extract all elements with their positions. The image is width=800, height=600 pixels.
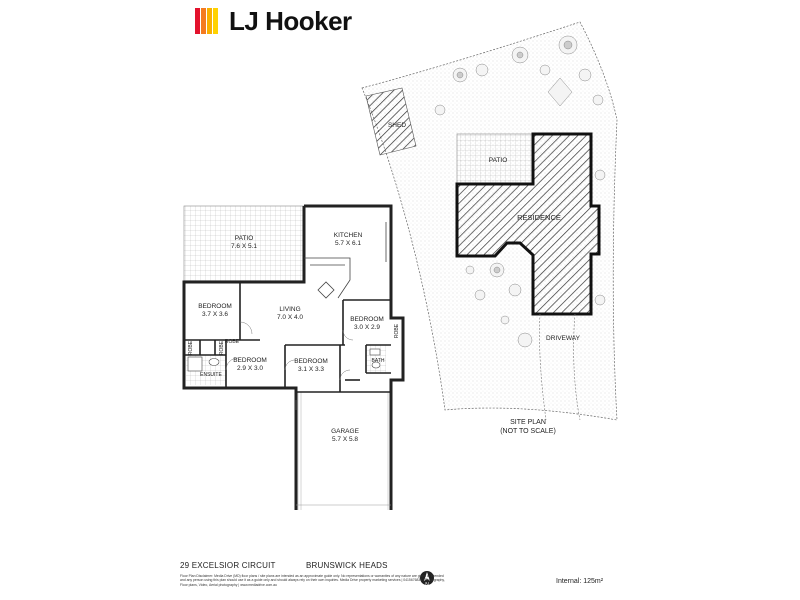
patio-area [183,205,305,283]
site-patio [456,133,534,185]
living-label: LIVING [279,306,300,313]
floor-plan: PATIO 7.6 X 5.1 KITCHEN 5.7 X 6.1 LIVING… [182,204,405,510]
living-size: 7.0 X 4.0 [277,314,303,321]
compass-label: N [425,582,429,588]
internal-area: Internal: 125m² [556,578,604,585]
brand-mark-bar-yellow [213,8,218,34]
bedroom-4-label: BEDROOM [294,358,328,365]
address-suburb: BRUNSWICK HEADS [306,561,388,570]
bedroom-1-label: BEDROOM [198,303,232,310]
bedroom-4-size: 3.1 X 3.3 [298,366,324,373]
brand-mark-bar-orange [201,8,206,34]
kitchen-label: KITCHEN [334,232,363,239]
ensuite-fixtures [187,348,381,372]
robe-label-1: ROBE [188,340,194,355]
address-street: 29 EXCELSIOR CIRCUIT [180,561,276,570]
brand-mark-bar-amber [207,8,212,34]
brand-logo: LJ Hooker [195,6,352,36]
site-residence-label: RESIDENCE [517,213,561,222]
garage-label: GARAGE [331,428,359,435]
brand-name: LJ Hooker [229,5,352,36]
bedroom-3-label: BEDROOM [233,357,267,364]
site-plan-note: (NOT TO SCALE) [500,428,556,435]
door-swings [225,321,391,506]
kitchen-counters [304,222,387,299]
patio-size: 7.6 X 5.1 [231,243,257,250]
robe-label-3: ROBE [225,339,240,345]
ensuite-label: ENSUITE [200,372,222,378]
kitchen-size: 5.7 X 6.1 [335,240,361,247]
brand-mark-bar-red [195,8,200,34]
site-plan-title: SITE PLAN [510,419,546,426]
site-plants [434,35,606,348]
site-driveway [539,313,581,421]
bath-label: BATH [372,358,385,364]
floorplan-disclaimer: Floor Plan Disclaimer: Media Drive (MD) … [180,574,445,587]
site-plan: SHED PATIO RESIDENCE DRIVEWAY SITE PLAN … [361,21,618,435]
site-shed-label: SHED [388,122,406,129]
internal-walls [184,282,391,393]
brand-mark-icon [195,8,219,34]
robe-label-2: ROBE [219,340,225,355]
garage-side-hatch [296,392,302,510]
garage-size: 5.7 X 5.8 [332,436,358,443]
site-shed [365,87,417,156]
site-residence [455,132,601,316]
bedroom-2-label: BEDROOM [350,316,384,323]
patio-label: PATIO [235,235,254,242]
bedroom-3-size: 2.9 X 3.0 [237,365,263,372]
garage-side-hatch-right [386,392,391,510]
bedroom-1-size: 3.7 X 3.6 [202,311,228,318]
bedroom-2-size: 3.0 X 2.9 [354,324,380,331]
site-driveway-label: DRIVEWAY [546,335,581,342]
robe-label-4: ROBE [394,323,400,338]
compass-icon: N [420,571,434,588]
site-patio-label: PATIO [489,157,508,164]
